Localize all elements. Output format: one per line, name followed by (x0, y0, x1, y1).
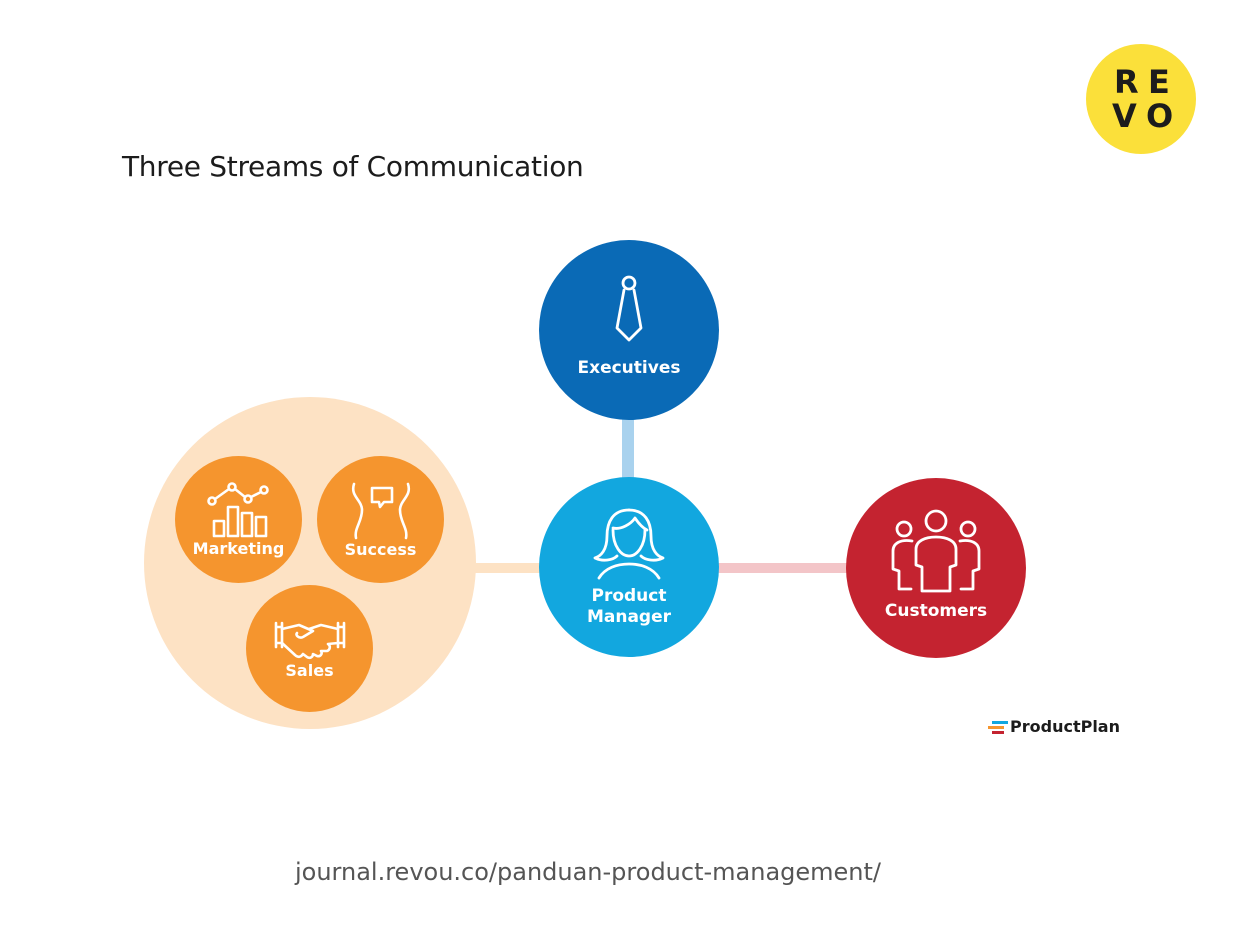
productplan-brand-text: ProductPlan (1010, 717, 1120, 736)
connector-customers (714, 563, 850, 573)
executives-node: Executives (539, 240, 719, 420)
handshake-icon (274, 621, 345, 659)
customers-node: Customers (846, 478, 1026, 658)
product-manager-node: Product Manager (539, 477, 719, 657)
conversation-icon (351, 482, 410, 539)
bar-chart-icon (206, 481, 269, 537)
necktie-icon (615, 275, 643, 342)
marketing-label: Marketing (192, 538, 285, 558)
connector-executives (622, 415, 634, 480)
productplan-brand: ProductPlan (988, 717, 1120, 736)
connector-internal-group (472, 563, 544, 573)
success-label: Success (344, 539, 417, 559)
marketing-node: Marketing (175, 456, 302, 583)
revo-logo: R E V O (1086, 44, 1196, 154)
diagram-title: Three Streams of Communication (122, 150, 584, 183)
product-manager-label-line1: Product (591, 585, 667, 606)
productplan-logo-icon (988, 720, 1008, 734)
sales-node: Sales (246, 585, 373, 712)
customers-label: Customers (884, 601, 988, 622)
source-url: journal.revou.co/panduan-product-managem… (294, 858, 882, 886)
logo-letter-v: V (1112, 97, 1137, 135)
logo-letter-e: E (1148, 63, 1170, 101)
woman-avatar-icon (593, 508, 665, 580)
people-group-icon (891, 509, 981, 593)
logo-letter-o: O (1146, 97, 1174, 135)
success-node: Success (317, 456, 444, 583)
sales-label: Sales (285, 660, 334, 680)
executives-label: Executives (577, 358, 681, 379)
product-manager-label-line2: Manager (586, 607, 672, 627)
logo-letter-r: R (1114, 63, 1139, 101)
